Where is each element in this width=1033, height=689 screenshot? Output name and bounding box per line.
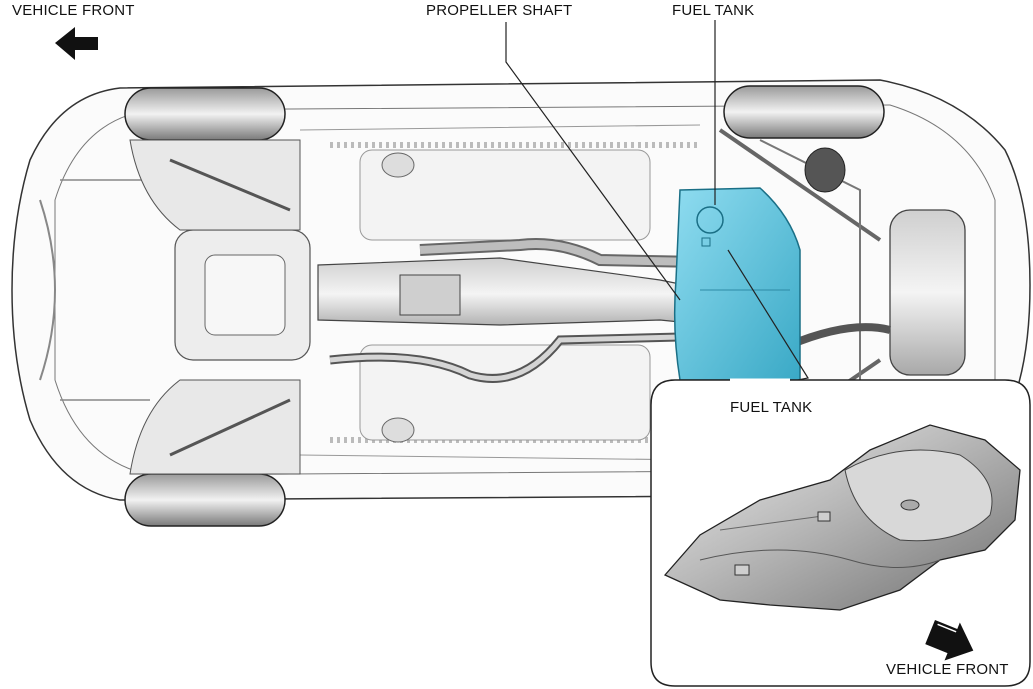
propeller-shaft-label: PROPELLER SHAFT xyxy=(426,2,573,19)
propeller-shaft-leader xyxy=(505,22,681,301)
front-suspension xyxy=(129,139,301,475)
arrow-left-icon xyxy=(55,27,98,60)
fuel-tank-highlight xyxy=(673,187,801,381)
vehicle-front-label-inset: VEHICLE FRONT xyxy=(886,661,1009,678)
fuel-tank-label-inset: FUEL TANK xyxy=(730,399,813,416)
arrow-down-right-icon xyxy=(925,620,974,661)
wheel-front-left xyxy=(124,87,286,141)
vehicle-front-label-top: VEHICLE FRONT xyxy=(12,2,135,19)
fuel-tank-label-top: FUEL TANK xyxy=(672,2,755,19)
wheel-front-right xyxy=(124,473,286,527)
wheel-rear-left xyxy=(723,85,885,139)
fuel-tank-3d xyxy=(663,424,1021,611)
